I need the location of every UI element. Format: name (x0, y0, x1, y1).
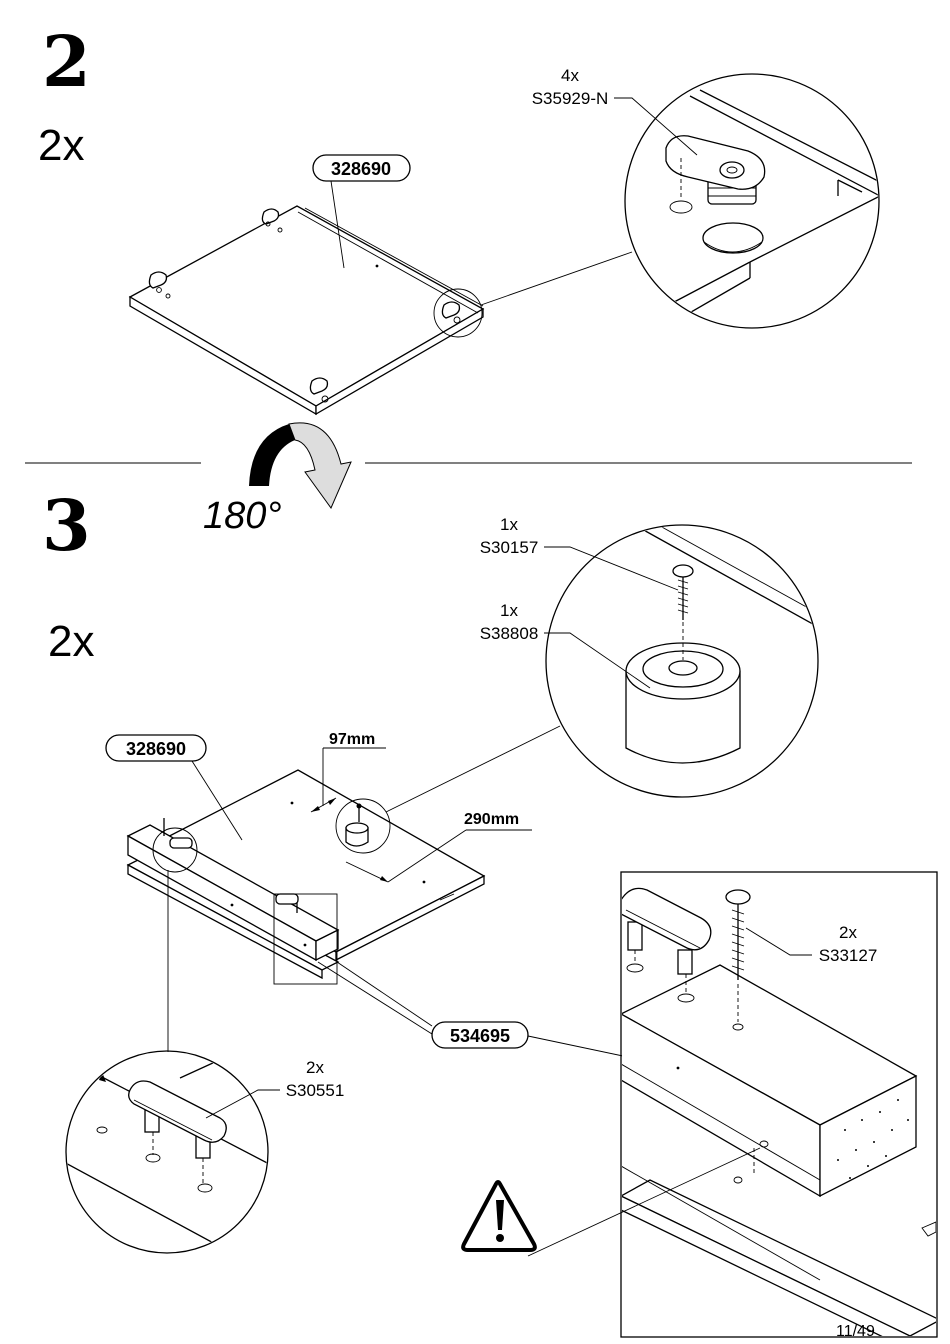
cam-lock-icon (148, 271, 171, 299)
connector-icon (169, 837, 193, 849)
step-3-rail-label: 534695 (431, 1021, 529, 1049)
step-3-foot-code: S38808 (480, 624, 539, 643)
svg-text:534695: 534695 (450, 1026, 510, 1046)
detail-screw-qty: 2x (839, 923, 857, 942)
step-3-connector-code: S30551 (286, 1081, 345, 1100)
step-3-screw-code: S30157 (480, 538, 539, 557)
svg-text:290mm: 290mm (464, 811, 519, 828)
cam-lock-icon (441, 301, 461, 324)
step-3-connector-detail-circle (65, 1050, 269, 1254)
page-number: 11/49 (836, 1323, 875, 1340)
step-2-part-code: S35929-N (532, 89, 609, 108)
step-2-number: 2 (42, 20, 91, 103)
step-2-quantity: 2x (38, 121, 84, 170)
step-2-detail-circle (624, 73, 880, 329)
rotate-arrow-icon (249, 422, 352, 510)
connector-icon (275, 893, 299, 905)
step-3-screw-qty: 1x (500, 515, 518, 534)
svg-text:328690: 328690 (126, 739, 186, 759)
detail-screw-code: S33127 (819, 946, 878, 965)
rotation-label: 180° (203, 495, 282, 537)
svg-text:97mm: 97mm (329, 731, 375, 748)
step-3-foot-detail-circle (545, 524, 819, 798)
zoom-marker (335, 798, 391, 854)
step-2-panel (128, 205, 485, 416)
step-3-quantity: 2x (48, 617, 94, 666)
cam-lock-icon (261, 208, 283, 233)
zoom-marker (273, 893, 338, 985)
step-3-connector-qty: 2x (306, 1058, 324, 1077)
dimension-290mm: 290mm (345, 811, 532, 883)
zoom-marker (433, 288, 483, 338)
cam-lock-icon (309, 377, 329, 403)
foot-icon (345, 803, 369, 847)
step-3-rail-detail-box (620, 871, 938, 1338)
step-3-foot-qty: 1x (500, 601, 518, 620)
step-2-panel-label: 328690 (312, 154, 411, 182)
warning-icon (461, 1180, 537, 1252)
zoom-marker (152, 827, 198, 873)
step-2-part-qty: 4x (561, 66, 579, 85)
step-3-panel-label: 328690 (105, 734, 207, 762)
step-3-rail-top (126, 824, 340, 962)
dimension-97mm: 97mm (310, 731, 386, 813)
step-3-number: 3 (42, 484, 91, 567)
svg-text:328690: 328690 (331, 159, 391, 179)
